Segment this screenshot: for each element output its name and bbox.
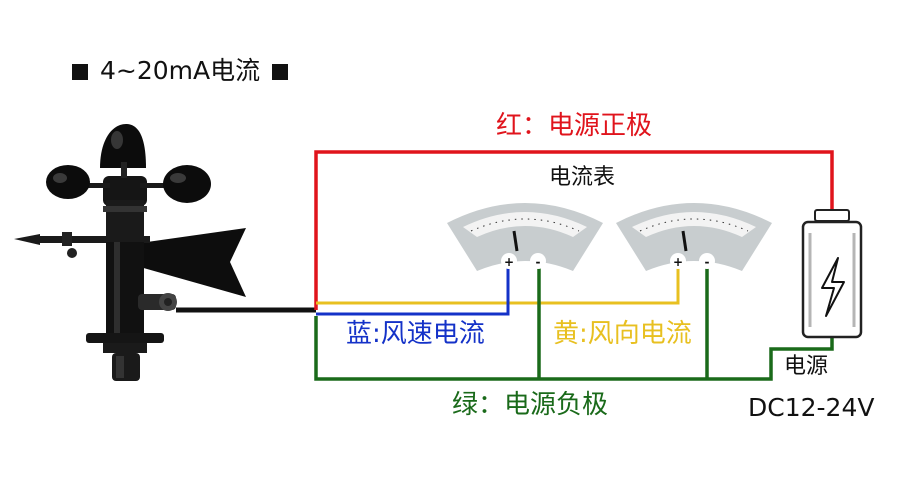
ammeter-label: 电流表 bbox=[549, 165, 616, 190]
meter-1-plus-terminal: + bbox=[504, 255, 514, 269]
yellow-wire-label: 黄:风向电流 bbox=[553, 319, 692, 349]
power-range-label: DC12-24V bbox=[748, 393, 875, 422]
analog-ammeter-icon bbox=[447, 203, 603, 271]
square-bullet-icon bbox=[72, 64, 88, 80]
title-text: 4~20mA电流 bbox=[100, 56, 261, 85]
battery-lightning-icon bbox=[801, 209, 863, 339]
green-wire-label: 绿：电源负极 bbox=[452, 390, 609, 420]
anemometer-wind-vane-icon bbox=[14, 124, 246, 381]
meter-2-plus-terminal: + bbox=[673, 255, 683, 269]
wire-yellow bbox=[316, 262, 680, 305]
red-wire-label: 红：电源正极 bbox=[496, 111, 653, 141]
meter-2-minus-terminal: - bbox=[705, 255, 710, 269]
square-bullet-icon bbox=[272, 64, 289, 80]
wire-red bbox=[314, 150, 834, 310]
power-label: 电源 bbox=[784, 354, 829, 379]
meter-1-minus-terminal: - bbox=[536, 255, 541, 269]
wire-blue bbox=[316, 262, 510, 316]
analog-ammeter-icon bbox=[616, 203, 772, 271]
wire-green bbox=[314, 262, 834, 381]
diagram-title: 4~20mA电流 bbox=[72, 56, 289, 85]
blue-wire-label: 蓝:风速电流 bbox=[346, 319, 485, 349]
